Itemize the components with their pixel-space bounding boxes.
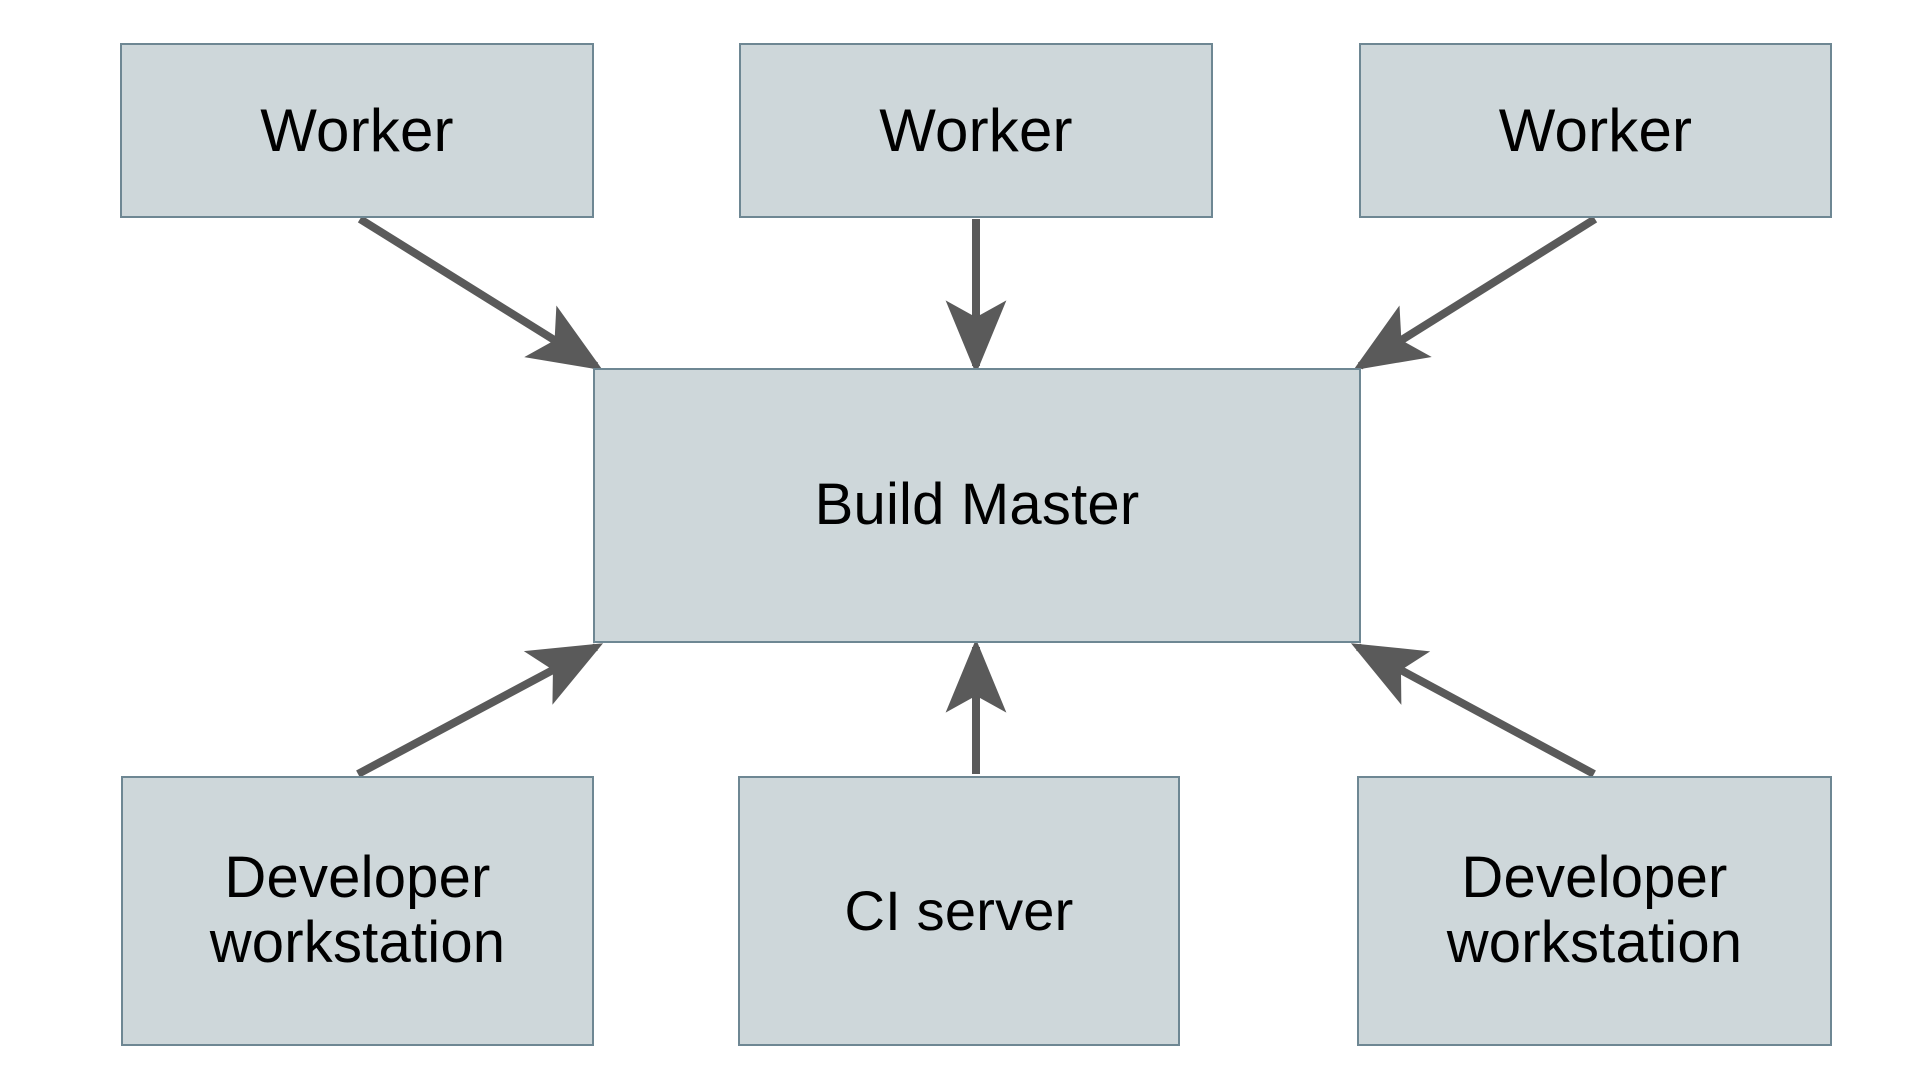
- node-worker-3-label: Worker: [1498, 96, 1693, 164]
- node-worker-2[interactable]: Worker: [739, 43, 1213, 218]
- node-developer-workstation-right[interactable]: Developer workstation: [1357, 776, 1832, 1046]
- node-developer-workstation-right-label: Developer workstation: [1446, 845, 1743, 975]
- node-developer-workstation-left-label: Developer workstation: [209, 845, 506, 975]
- node-worker-1[interactable]: Worker: [120, 43, 594, 218]
- edge-worker3-master: [1353, 215, 1598, 371]
- edge-devright-master: [1350, 643, 1596, 778]
- edge-worker1-master: [357, 215, 603, 371]
- node-build-master[interactable]: Build Master: [593, 368, 1361, 643]
- node-worker-3[interactable]: Worker: [1359, 43, 1832, 218]
- node-ci-server-label: CI server: [844, 878, 1074, 942]
- node-build-master-label: Build Master: [814, 472, 1140, 538]
- node-worker-2-label: Worker: [879, 96, 1073, 164]
- node-ci-server[interactable]: CI server: [738, 776, 1180, 1046]
- edge-devleft-master: [356, 643, 604, 778]
- node-worker-1-label: Worker: [260, 96, 454, 164]
- node-developer-workstation-left[interactable]: Developer workstation: [121, 776, 594, 1046]
